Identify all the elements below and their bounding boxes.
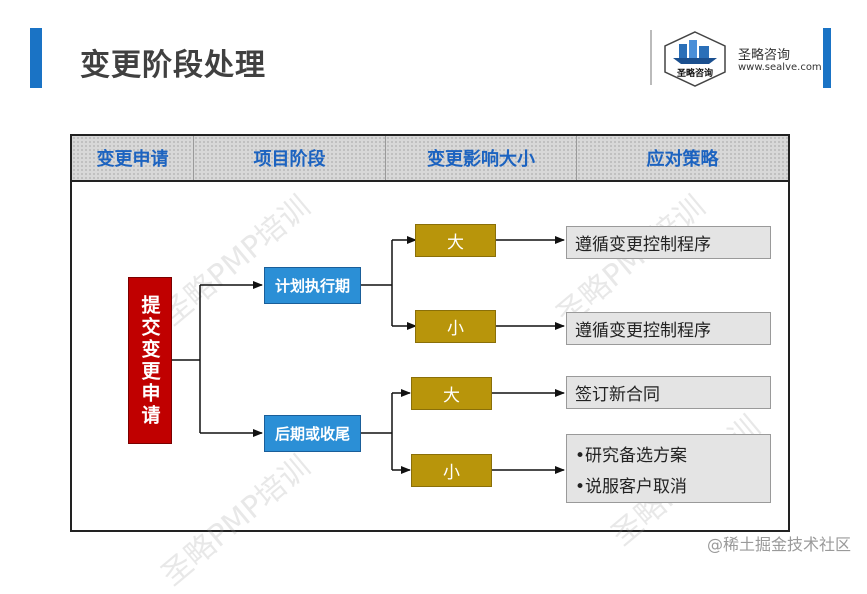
logo-badge-text: 圣略咨询 (677, 67, 713, 79)
logo-icon: 圣略咨询 (664, 31, 726, 87)
title-accent-bar (30, 28, 42, 88)
stage-late-closing: 后期或收尾 (264, 415, 361, 452)
strategy-list-node: •研究备选方案 •说服客户取消 (566, 434, 771, 503)
header-change-request: 变更申请 (72, 136, 194, 180)
strategy-node: 遵循变更控制程序 (566, 312, 771, 345)
strategy-list-item: •说服客户取消 (575, 477, 688, 497)
diagram-frame (70, 134, 790, 532)
submit-change-request-node: 提交变更申请 (128, 277, 172, 444)
header-strategy: 应对策略 (577, 136, 788, 180)
stage-planning-execution: 计划执行期 (264, 267, 361, 304)
company-logo: 圣略咨询 (663, 30, 727, 88)
impact-large-node: 大 (411, 377, 492, 410)
connector-lines (172, 236, 565, 474)
strategy-node: 遵循变更控制程序 (566, 226, 771, 259)
strategy-node: 签订新合同 (566, 376, 771, 409)
page-title: 变更阶段处理 (80, 48, 266, 83)
header-separator (72, 180, 788, 182)
right-accent-bar (823, 28, 831, 88)
source-credit: @稀土掘金技术社区 (706, 535, 851, 554)
impact-small-node: 小 (415, 310, 496, 343)
impact-small-node: 小 (411, 454, 492, 487)
strategy-list-item: •研究备选方案 (575, 446, 688, 466)
logo-website: www.sealve.com (738, 62, 822, 73)
impact-large-node: 大 (415, 224, 496, 257)
logo-company-name: 圣略咨询 (738, 48, 791, 63)
header-change-impact: 变更影响大小 (386, 136, 577, 180)
header-project-stage: 项目阶段 (194, 136, 386, 180)
header-divider (650, 30, 652, 85)
